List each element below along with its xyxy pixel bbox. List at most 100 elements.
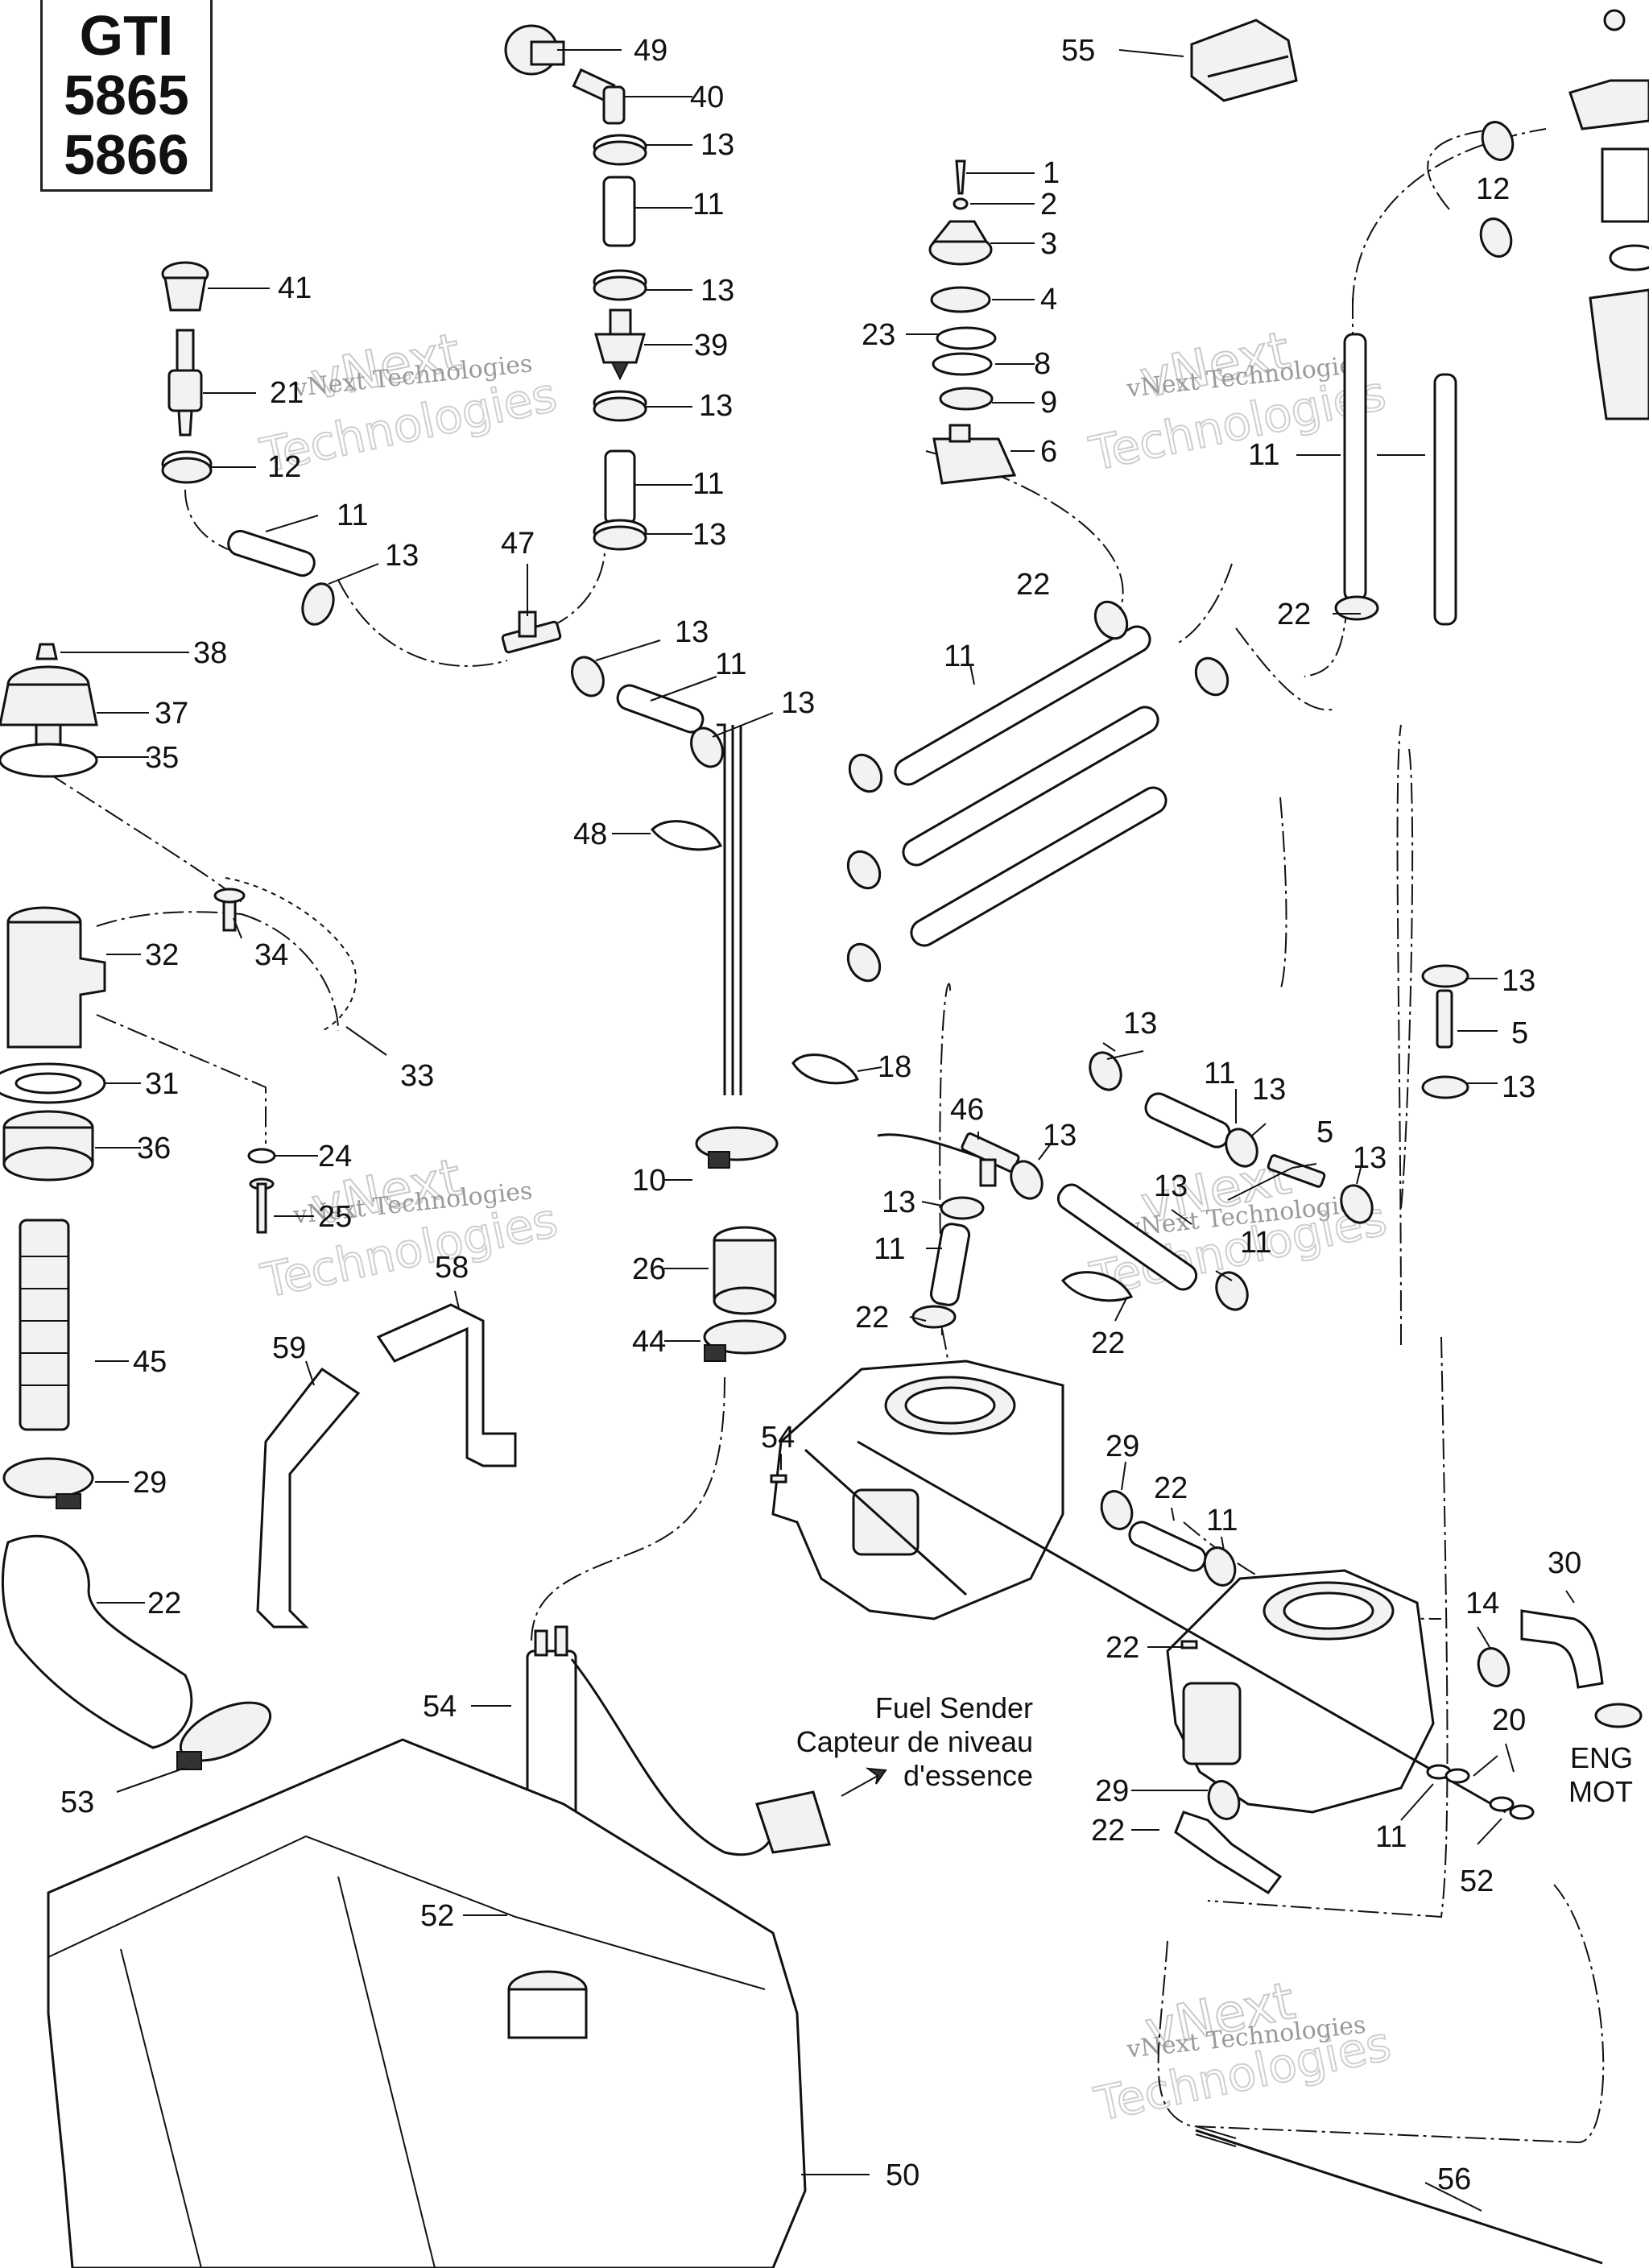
carburetor-upper [771,1360,1064,1620]
callout-30: 22 [147,1587,181,1620]
part-58-strap [376,1303,517,1467]
callout-11: 11 [1248,438,1279,472]
callout-13: 13 [1043,1119,1077,1153]
clamp-29-c [703,1319,787,1362]
callout-22: 22 [1277,598,1311,631]
part-41-grommet [161,261,209,312]
callout-22: 29 [1106,1430,1139,1463]
callout-13: 13 [692,518,726,552]
callout-34: 34 [254,938,288,972]
callout-1: 1 [1043,156,1060,190]
part-55-clip [1190,19,1298,102]
title-line-2: 5865 [64,63,189,126]
callout-52: 52 [1460,1864,1494,1898]
callout-14: 30 [1548,1546,1581,1580]
clamp-13-right-stack [1421,964,1469,1099]
callout-13: 13 [701,128,734,162]
note-fuel-sender-fr-2: d'essence [903,1759,1033,1792]
watermark-group-3: vNext Technologies [255,1147,563,1310]
callout-56: 52 [420,1899,454,1933]
part-5-connector-b [1436,989,1453,1049]
callout-29: 44 [632,1325,666,1359]
part-30-fill-hose [1,1534,193,1749]
note-fuel-sender-fr-1: Capteur de niveau [796,1725,1033,1758]
callout-11: 11 [944,639,975,673]
callout-11: 11 [874,1232,905,1266]
vent-tube-runs [717,723,1039,1177]
callout-47: 47 [501,527,535,561]
callout-11: 11 [692,467,724,501]
callout-13: 13 [699,389,733,423]
part-26-coupler [713,1226,777,1315]
part-31-gasket [0,1062,106,1104]
callout-58: 58 [435,1251,469,1285]
callout-44: 22 [1091,1326,1125,1360]
callout-13: 13 [1353,1141,1387,1175]
fuel-selector-stack [928,159,1017,485]
callout-22: 14 [1465,1587,1499,1620]
callout-11: 22 [1154,1471,1188,1505]
callout-13: 13 [1502,1070,1535,1104]
part-46-tee [961,1132,1020,1187]
callout-13: 13 [882,1186,915,1219]
part-24-washer [247,1148,276,1164]
callout-13: 13 [1252,1073,1286,1107]
note-engine-fr: MOT [1568,1775,1633,1808]
callout-11: 22 [1091,1814,1125,1848]
callout-22: 11 [1240,1226,1271,1260]
part-38-cap-plug [35,643,58,660]
clamp-13-g [690,726,724,768]
callout-12: 12 [1476,172,1510,206]
callout-19: 50 [886,2158,920,2192]
part-18-tie-wrap [791,1053,860,1085]
part-32-filler-neck [6,906,106,1049]
callout-13: 13 [701,274,734,308]
callout-12: 12 [267,450,301,484]
part-49-cap [504,24,565,76]
part-47-tee-fitting [501,610,562,654]
callout-59: 59 [272,1331,306,1365]
callout-55: 55 [1061,34,1095,68]
washers-52-53 [1426,1764,1535,1820]
callout-10: 10 [632,1164,666,1198]
part-19-fuel-tank [47,1738,807,2268]
callout-21: 21 [270,376,304,410]
callout-25: 25 [318,1200,352,1234]
part-11-elbow-lower [1174,1780,1283,1894]
callout-49: 49 [634,34,667,68]
part-45-corrugated-hose [19,1219,70,1431]
callout-8: 8 [1034,347,1051,381]
leader-lines [60,49,1575,2212]
carb-rod [857,1440,1506,1814]
callout-4: 4 [1040,283,1057,317]
callout-37: 37 [155,697,188,730]
clamp-13-c [593,390,647,422]
fuel-sender-note: Fuel Sender Capteur de niveau d'essence [796,1691,1033,1797]
callout-11: 11 [692,188,724,221]
part-36-nut [2,1110,94,1182]
callout-22: 29 [1095,1774,1129,1808]
part-59-strap [256,1367,361,1629]
callout-11: 11 [337,499,368,532]
carb-link-hose [1100,1490,1237,1587]
part-14-elbow-hose [1477,1609,1643,1728]
clamp-10 [695,1126,779,1169]
clamp-13-f [571,656,605,697]
part-35-o-ring [0,743,98,778]
callout-36: 36 [137,1132,171,1165]
callout-5: 5 [1511,1016,1528,1050]
callout-39: 39 [694,329,728,362]
callout-24: 24 [318,1140,352,1173]
callout-32: 32 [145,938,179,972]
callout-40: 40 [690,81,724,114]
clamp-13-e [301,582,335,626]
callout-3: 3 [1040,227,1057,261]
callout-52: 11 [1375,1820,1407,1854]
part-25-rivet [249,1177,275,1234]
callout-54: 54 [761,1421,795,1455]
part-50-rod [1195,2125,1603,2265]
clamp-13-d [593,519,647,551]
clamp-29-a [2,1457,94,1509]
mid-right-hoses [911,1051,1374,1329]
